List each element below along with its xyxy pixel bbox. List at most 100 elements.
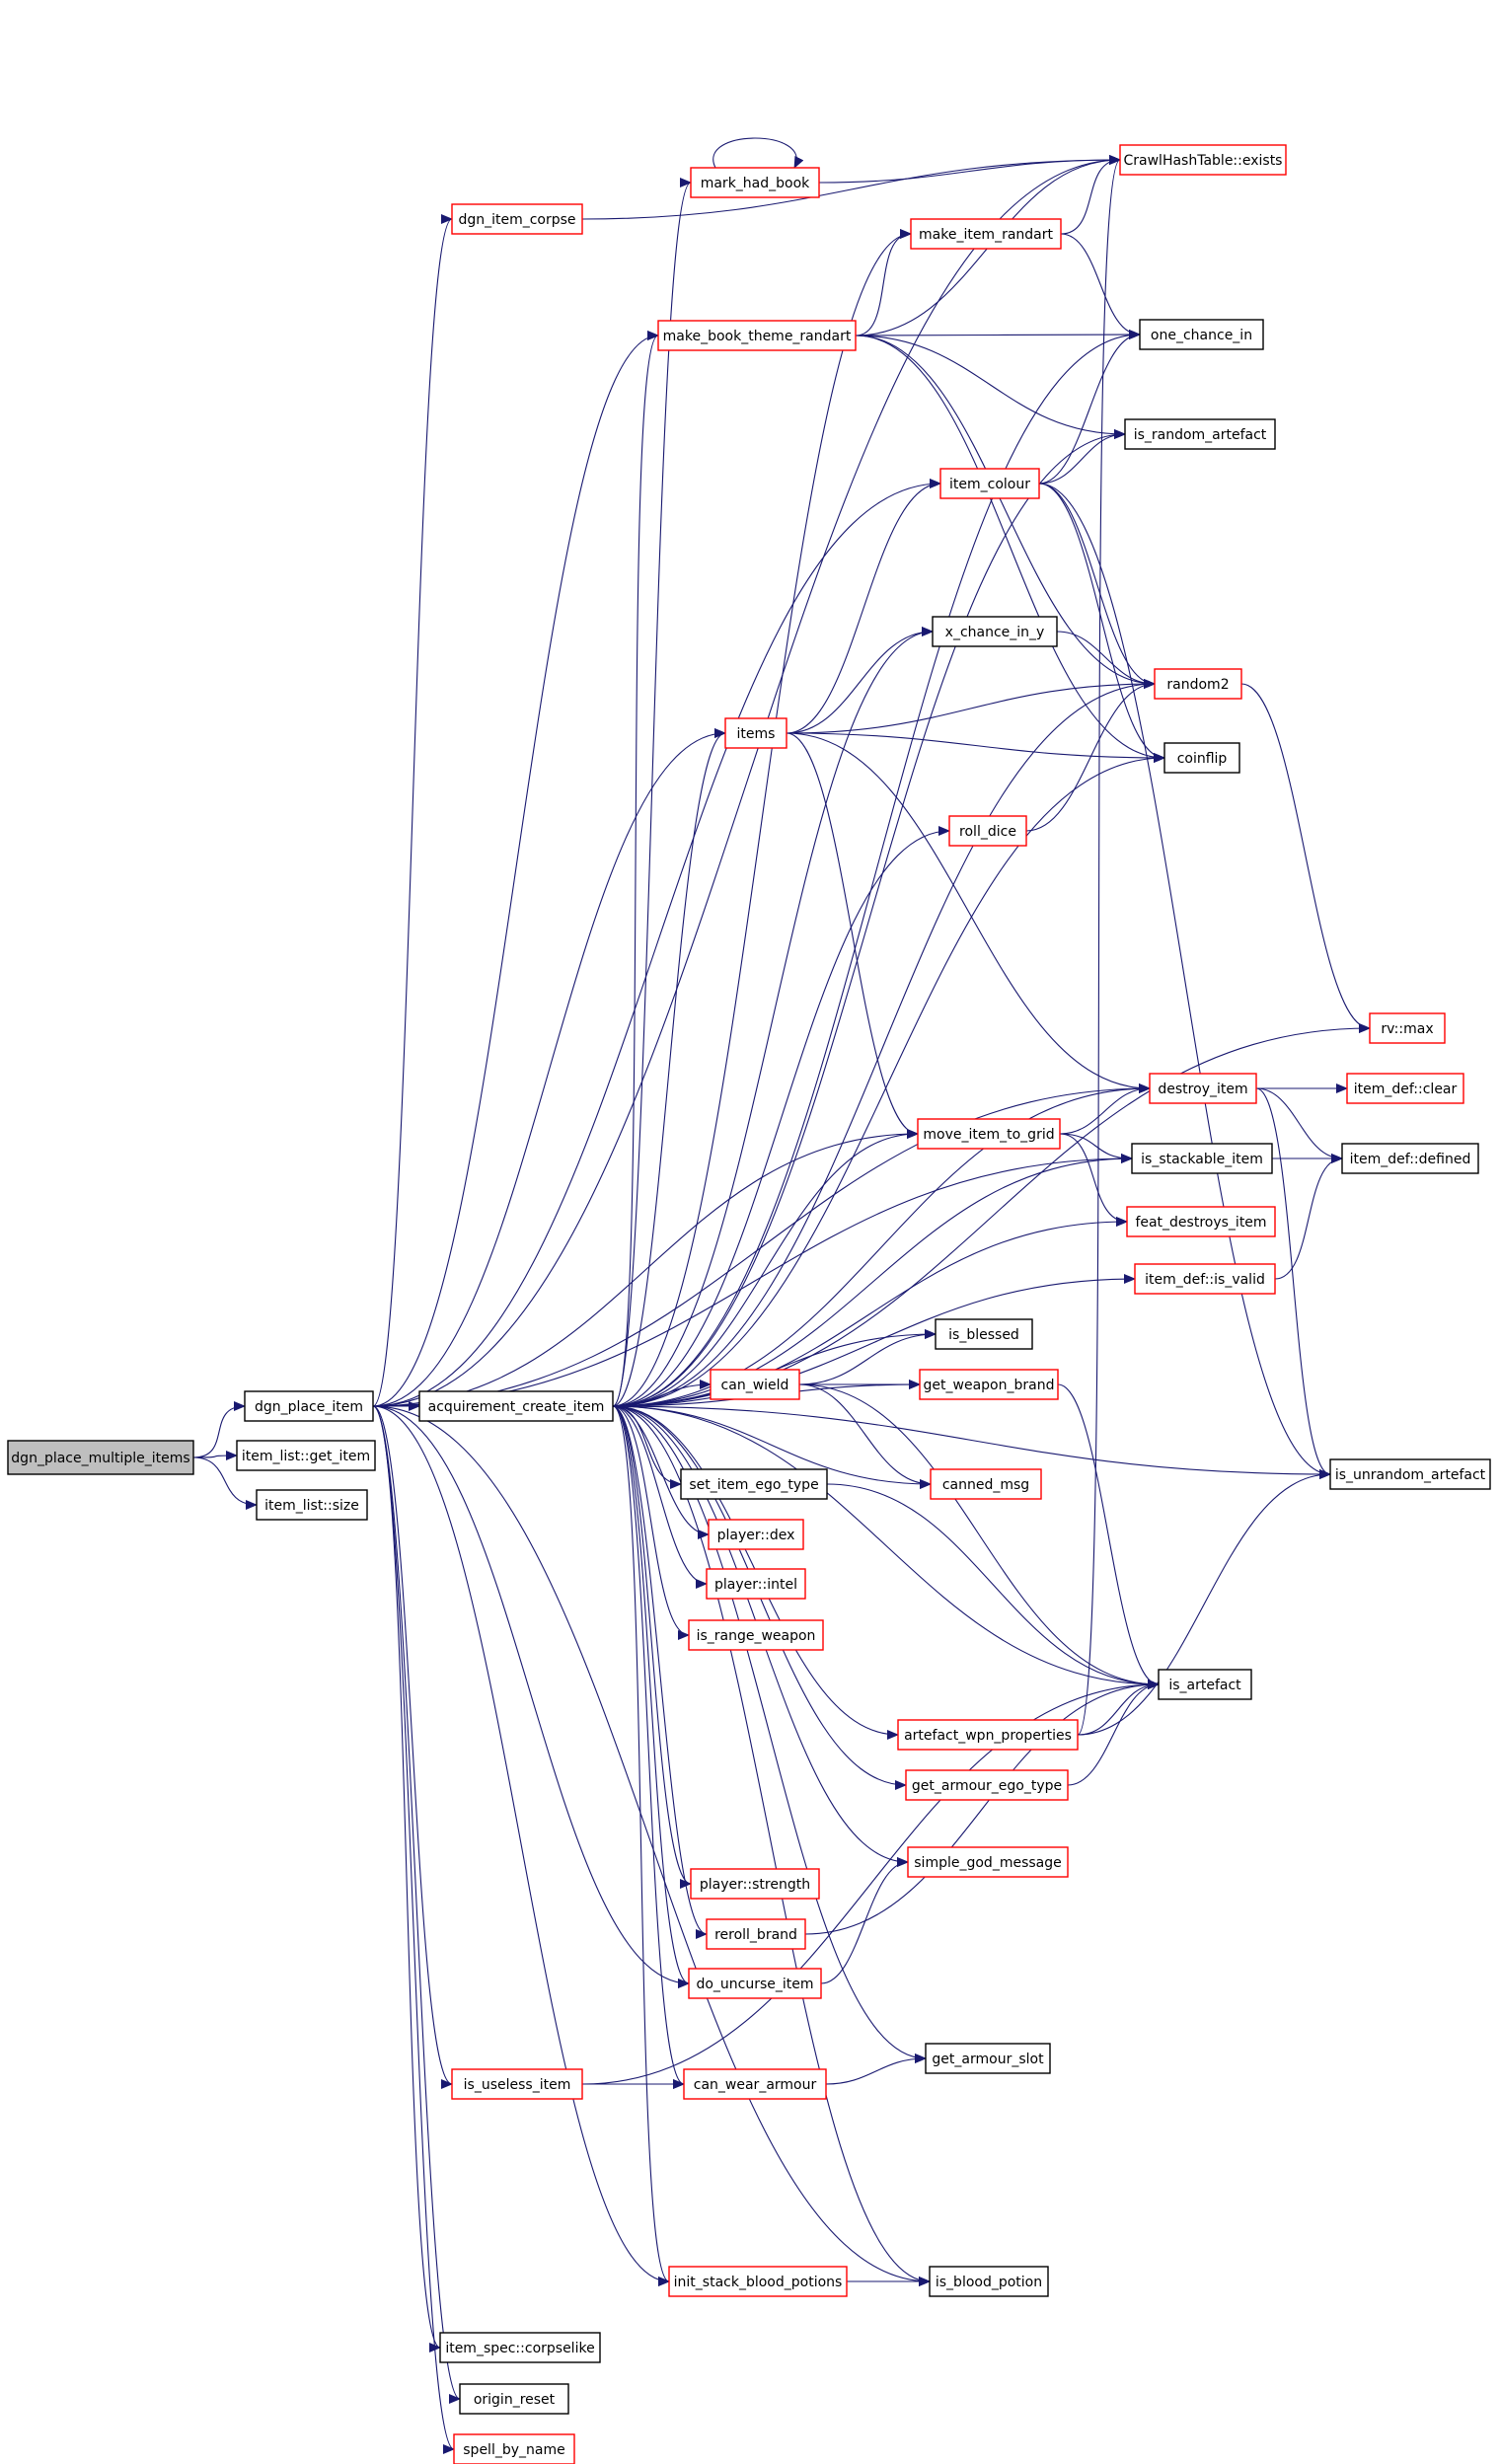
node-box[interactable] <box>1329 1458 1491 1490</box>
node-box[interactable] <box>932 616 1058 647</box>
node-box[interactable] <box>706 1568 806 1600</box>
node-dgn-place-item[interactable]: dgn_place_item <box>244 1390 374 1422</box>
node-is-stackable-item[interactable]: is_stackable_item <box>1131 1143 1273 1174</box>
node-player-dex[interactable]: player::dex <box>708 1519 804 1550</box>
node-box[interactable] <box>929 2266 1049 2297</box>
node-box[interactable] <box>256 1489 368 1521</box>
node-acquirement-create-item[interactable]: acquirement_create_item <box>418 1390 614 1422</box>
node-canned-msg[interactable]: canned_msg <box>930 1468 1042 1500</box>
node-box[interactable] <box>710 1369 800 1400</box>
node-box[interactable] <box>1149 1073 1257 1104</box>
node-box[interactable] <box>688 1619 824 1651</box>
node-box[interactable] <box>948 815 1027 847</box>
node-simple-god-message[interactable]: simple_god_message <box>907 1846 1069 1878</box>
node-box[interactable] <box>690 1868 820 1900</box>
node-destroy-item[interactable]: destroy_item <box>1149 1073 1257 1104</box>
node-box[interactable] <box>1369 1012 1446 1044</box>
node-box[interactable] <box>1131 1143 1273 1174</box>
node-move-item-to-grid[interactable]: move_item_to_grid <box>917 1118 1061 1150</box>
node-box[interactable] <box>1119 144 1287 176</box>
node-can-wield[interactable]: can_wield <box>710 1369 800 1400</box>
node-coinflip[interactable]: coinflip <box>1163 742 1240 774</box>
node-box[interactable] <box>708 1519 804 1550</box>
node-box[interactable] <box>1158 1669 1252 1700</box>
node-box[interactable] <box>680 1468 828 1500</box>
node-box[interactable] <box>1134 1263 1276 1295</box>
node-dgn-place-multiple-items[interactable]: dgn_place_multiple_items <box>7 1440 194 1475</box>
node-box[interactable] <box>1124 418 1276 450</box>
node-random2[interactable]: random2 <box>1154 668 1242 700</box>
node-box[interactable] <box>439 2332 601 2363</box>
node-is-unrandom-artefact[interactable]: is_unrandom_artefact <box>1329 1458 1491 1490</box>
node-feat-destroys-item[interactable]: feat_destroys_item <box>1126 1206 1276 1237</box>
node-box[interactable] <box>910 218 1062 250</box>
node-make-book-theme-randart[interactable]: make_book_theme_randart <box>657 320 857 351</box>
node-item-def-is-valid[interactable]: item_def::is_valid <box>1134 1263 1276 1295</box>
node-box[interactable] <box>453 2433 575 2464</box>
node-box[interactable] <box>1163 742 1240 774</box>
node-reroll-brand[interactable]: reroll_brand <box>706 1918 806 1950</box>
node-x-chance-in-y[interactable]: x_chance_in_y <box>932 616 1058 647</box>
node-is-range-weapon[interactable]: is_range_weapon <box>688 1619 824 1651</box>
node-item-list-get-item[interactable]: item_list::get_item <box>236 1440 376 1471</box>
node-spell-by-name[interactable]: spell_by_name <box>453 2433 575 2464</box>
node-box[interactable] <box>7 1440 194 1475</box>
node-is-useless-item[interactable]: is_useless_item <box>451 2068 583 2100</box>
node-item-def-clear[interactable]: item_def::clear <box>1346 1073 1464 1104</box>
node-box[interactable] <box>939 468 1040 499</box>
node-crawlhashtable-exists[interactable]: CrawlHashTable::exists <box>1119 144 1287 176</box>
node-set-item-ego-type[interactable]: set_item_ego_type <box>680 1468 828 1500</box>
node-get-weapon-brand[interactable]: get_weapon_brand <box>919 1369 1059 1400</box>
node-box[interactable] <box>919 1369 1059 1400</box>
node-box[interactable] <box>459 2383 569 2415</box>
node-box[interactable] <box>706 1918 806 1950</box>
node-player-strength[interactable]: player::strength <box>690 1868 820 1900</box>
node-roll-dice[interactable]: roll_dice <box>948 815 1027 847</box>
node-box[interactable] <box>683 2068 827 2100</box>
node-origin-reset[interactable]: origin_reset <box>459 2383 569 2415</box>
node-box[interactable] <box>668 2266 848 2297</box>
node-box[interactable] <box>907 1846 1069 1878</box>
node-box[interactable] <box>935 1318 1033 1350</box>
node-box[interactable] <box>925 2043 1051 2074</box>
node-one-chance-in[interactable]: one_chance_in <box>1139 319 1264 350</box>
node-get-armour-ego-type[interactable]: get_armour_ego_type <box>905 1769 1069 1801</box>
node-box[interactable] <box>917 1118 1061 1150</box>
node-artefact-wpn-properties[interactable]: artefact_wpn_properties <box>897 1719 1079 1751</box>
node-item-list-size[interactable]: item_list::size <box>256 1489 368 1521</box>
node-box[interactable] <box>418 1390 614 1422</box>
node-is-artefact[interactable]: is_artefact <box>1158 1669 1252 1700</box>
node-box[interactable] <box>690 167 820 198</box>
node-can-wear-armour[interactable]: can_wear_armour <box>683 2068 827 2100</box>
node-is-blessed[interactable]: is_blessed <box>935 1318 1033 1350</box>
node-box[interactable] <box>930 1468 1042 1500</box>
node-box[interactable] <box>236 1440 376 1471</box>
node-init-stack-blood-potions[interactable]: init_stack_blood_potions <box>668 2266 848 2297</box>
node-items[interactable]: items <box>724 717 788 749</box>
node-box[interactable] <box>724 717 788 749</box>
node-is-blood-potion[interactable]: is_blood_potion <box>929 2266 1049 2297</box>
node-item-def-defined[interactable]: item_def::defined <box>1341 1143 1479 1174</box>
node-rv-max[interactable]: rv::max <box>1369 1012 1446 1044</box>
node-box[interactable] <box>1341 1143 1479 1174</box>
node-box[interactable] <box>657 320 857 351</box>
node-box[interactable] <box>897 1719 1079 1751</box>
node-box[interactable] <box>1126 1206 1276 1237</box>
node-get-armour-slot[interactable]: get_armour_slot <box>925 2043 1051 2074</box>
node-make-item-randart[interactable]: make_item_randart <box>910 218 1062 250</box>
node-is-random-artefact[interactable]: is_random_artefact <box>1124 418 1276 450</box>
node-box[interactable] <box>244 1390 374 1422</box>
node-box[interactable] <box>451 203 583 235</box>
node-box[interactable] <box>905 1769 1069 1801</box>
node-box[interactable] <box>1346 1073 1464 1104</box>
node-box[interactable] <box>1139 319 1264 350</box>
node-do-uncurse-item[interactable]: do_uncurse_item <box>688 1968 822 1999</box>
node-player-intel[interactable]: player::intel <box>706 1568 806 1600</box>
node-box[interactable] <box>1154 668 1242 700</box>
node-mark-had-book[interactable]: mark_had_book <box>690 167 820 198</box>
node-item-spec-corpselike[interactable]: item_spec::corpselike <box>439 2332 601 2363</box>
node-item-colour[interactable]: item_colour <box>939 468 1040 499</box>
node-dgn-item-corpse[interactable]: dgn_item_corpse <box>451 203 583 235</box>
node-box[interactable] <box>451 2068 583 2100</box>
node-box[interactable] <box>688 1968 822 1999</box>
